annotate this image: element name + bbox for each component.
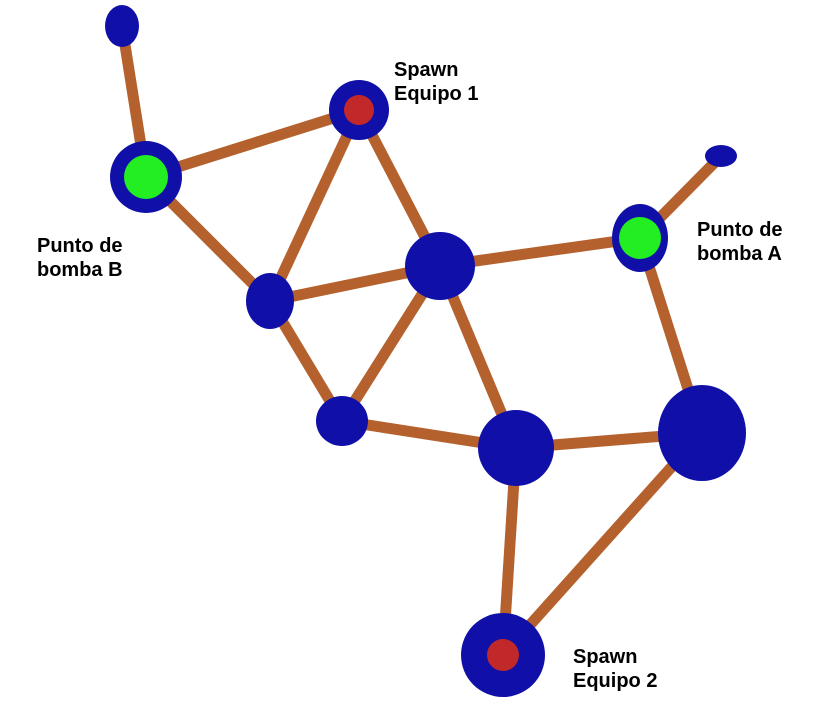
label-spawn-team-1-line2: Equipo 1 [394,83,479,105]
label-spawn-team-2-line2: Equipo 2 [573,670,658,692]
node-bomb-b [110,141,182,213]
label-bomb-site-b-line2: bomba B [37,259,123,281]
node-circle [105,5,139,47]
node-top-left-end [105,5,139,47]
node-left-mid [246,273,294,329]
paths-layer [116,25,725,659]
node-spawn-1 [329,80,389,140]
spawn-marker-icon [344,95,374,125]
spawn-marker-icon [487,639,519,671]
label-spawn-team-1-line1: Spawn [394,59,459,81]
node-right-big [658,385,746,481]
path-right-big-to-spawn-2 [498,429,707,659]
label-spawn-team-2: Spawn Equipo 2 [573,645,657,693]
node-circle [246,273,294,329]
path-bomb-b-to-spawn-1 [144,104,361,183]
label-bomb-site-b: Punto de bomba B [37,234,123,282]
node-circle [705,145,737,167]
label-bomb-site-a: Punto de bomba A [697,218,783,266]
node-lower-center [478,410,554,486]
node-bomb-a [612,204,668,272]
node-lower-left [316,396,368,446]
label-bomb-site-a-line2: bomba A [697,243,782,265]
node-small-right-end [705,145,737,167]
nodes-layer [105,5,746,697]
path-spawn-1-to-left-mid [265,107,364,304]
label-bomb-site-a-line1: Punto de [697,219,783,241]
bomb-site-marker-icon [619,217,661,259]
node-center [405,232,475,300]
label-bomb-site-b-line1: Punto de [37,235,123,257]
node-circle [316,396,368,446]
label-spawn-team-2-line1: Spawn [573,646,638,668]
node-spawn-2 [461,613,545,697]
bomb-site-marker-icon [124,155,168,199]
node-circle [658,385,746,481]
node-circle [405,232,475,300]
label-spawn-team-1: Spawn Equipo 1 [394,58,478,106]
node-circle [478,410,554,486]
